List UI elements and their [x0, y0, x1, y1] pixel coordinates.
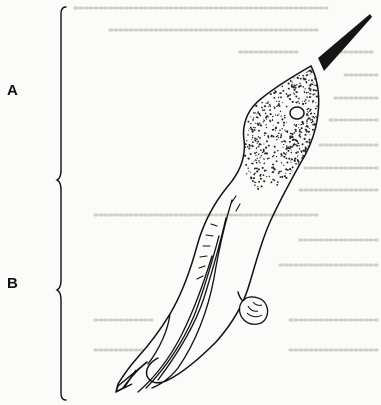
bill — [318, 14, 372, 71]
wing — [138, 200, 232, 392]
eye — [290, 107, 304, 119]
measurement-bracket — [57, 7, 66, 400]
foot — [238, 292, 268, 324]
bird-body-outline — [116, 66, 319, 392]
label-a: A — [7, 83, 18, 98]
gorget-stipple — [244, 69, 318, 189]
label-b: B — [7, 276, 18, 291]
